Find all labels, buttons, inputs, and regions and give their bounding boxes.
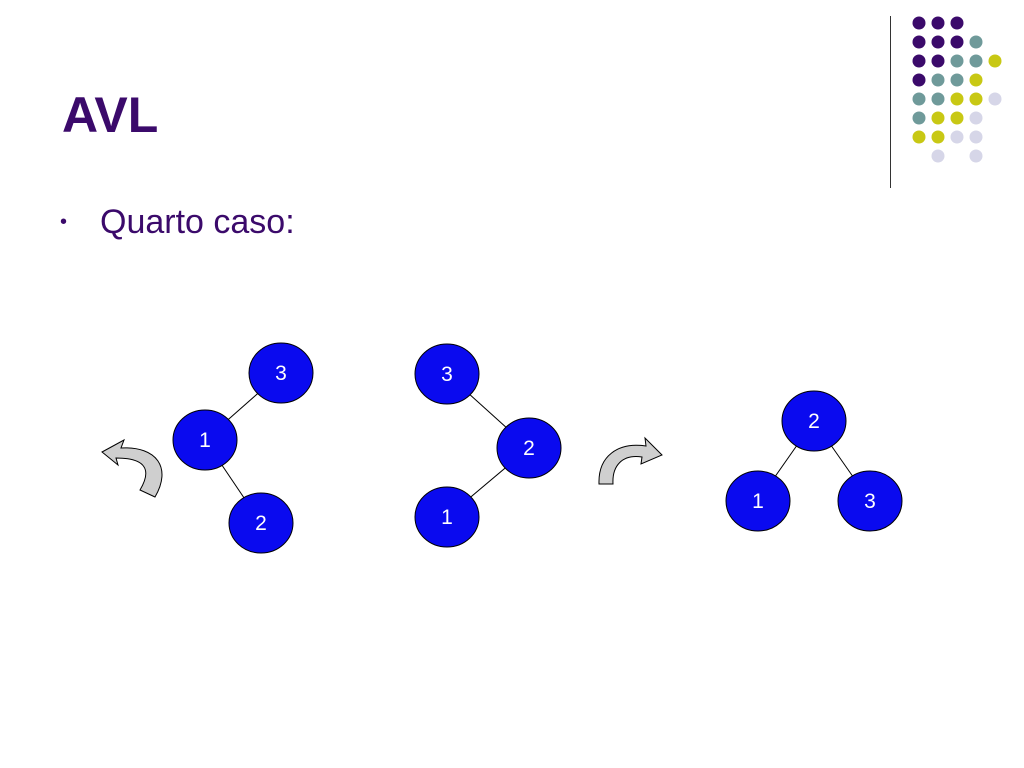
decoration-dot <box>969 54 983 68</box>
decoration-dot <box>950 16 964 30</box>
decoration-dot <box>988 54 1002 68</box>
decoration-divider <box>890 16 891 188</box>
node-circle <box>837 470 903 532</box>
tree-middle-node-3: 3 <box>414 343 480 405</box>
decoration-dot <box>912 111 926 125</box>
decoration-dot <box>931 35 945 49</box>
node-circle <box>228 492 294 554</box>
node-label: 2 <box>255 512 267 535</box>
tree-after-node-3: 3 <box>837 470 903 532</box>
decoration-dot <box>969 92 983 106</box>
node-circle <box>172 409 238 471</box>
node-label: 3 <box>275 362 287 385</box>
decoration-dot <box>950 73 964 87</box>
rotation-arrow-right-icon <box>598 436 663 485</box>
decoration-dot <box>969 35 983 49</box>
bullet-item: • Quarto caso: <box>60 203 295 242</box>
decoration-dot <box>969 149 983 163</box>
decoration-dot <box>912 16 926 30</box>
node-label: 1 <box>752 490 764 513</box>
node-label: 1 <box>441 506 453 529</box>
node-label: 3 <box>441 363 453 386</box>
node-circle <box>725 470 791 532</box>
node-label: 1 <box>199 429 211 452</box>
decoration-dot <box>912 35 926 49</box>
decoration-dot <box>912 92 926 106</box>
decoration-dot <box>931 92 945 106</box>
node-circle <box>414 343 480 405</box>
decoration-dot <box>950 54 964 68</box>
decoration-dot <box>931 54 945 68</box>
decoration-dot <box>912 73 926 87</box>
bullet-marker: • <box>60 211 68 233</box>
slide-title: AVL <box>62 87 159 143</box>
decoration-dot <box>931 73 945 87</box>
decoration-dot <box>931 16 945 30</box>
decoration-dot <box>950 130 964 144</box>
decoration-dot <box>912 54 926 68</box>
decoration-dot <box>950 35 964 49</box>
decoration-dot <box>969 111 983 125</box>
node-circle <box>781 390 847 452</box>
node-label: 3 <box>864 490 876 513</box>
rotation-arrow-left-icon <box>101 438 163 498</box>
decoration-dot <box>950 92 964 106</box>
decoration-dot <box>969 73 983 87</box>
node-circle <box>496 417 562 479</box>
node-circle <box>414 486 480 548</box>
decoration-dot <box>931 149 945 163</box>
decoration-dot <box>931 111 945 125</box>
decoration-dot <box>988 92 1002 106</box>
tree-after-node-2: 2 <box>781 390 847 452</box>
tree-before-node-2: 2 <box>228 492 294 554</box>
node-circle <box>248 342 314 404</box>
decoration-dot <box>912 130 926 144</box>
node-label: 2 <box>523 437 535 460</box>
tree-middle-node-2: 2 <box>496 417 562 479</box>
decoration-dot <box>931 130 945 144</box>
decoration-dot <box>969 130 983 144</box>
bullet-text: Quarto caso: <box>100 203 295 241</box>
tree-nodes: 3 1 2 3 2 1 2 1 3 <box>172 342 903 554</box>
node-label: 2 <box>808 410 820 433</box>
tree-before-node-1: 1 <box>172 409 238 471</box>
tree-middle-node-1: 1 <box>414 486 480 548</box>
tree-before-node-3: 3 <box>248 342 314 404</box>
decoration-dot <box>950 111 964 125</box>
tree-after-node-1: 1 <box>725 470 791 532</box>
